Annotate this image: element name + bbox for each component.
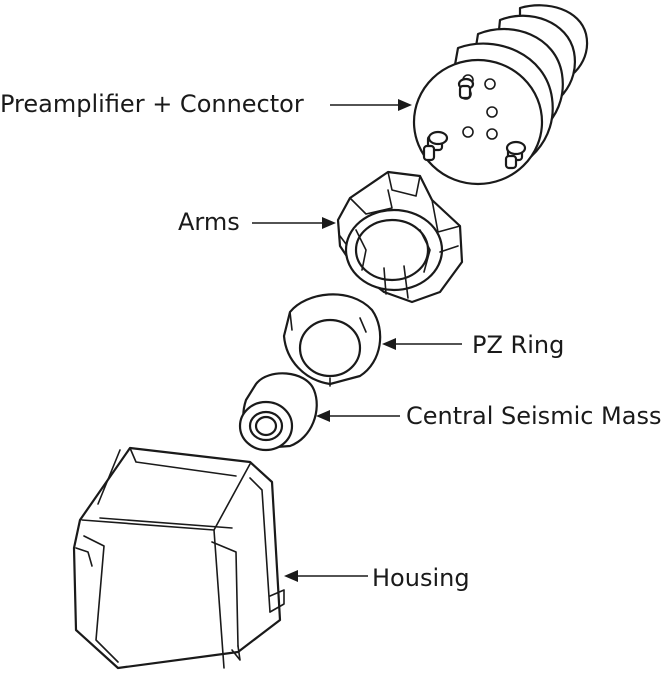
leader-arrow-preamp <box>330 99 412 111</box>
leader-arrow-mass <box>316 410 400 422</box>
leader-arrow-housing <box>284 570 368 582</box>
label-pz-ring: PZ Ring <box>472 331 565 359</box>
pz-ring-part <box>282 293 382 387</box>
preamplifier-connector-part <box>412 4 589 186</box>
housing-part <box>72 446 285 670</box>
arms-part <box>336 170 464 304</box>
label-central-seismic-mass: Central Seismic Mass <box>406 402 662 430</box>
leader-arrow-arms <box>252 217 336 229</box>
leader-arrow-pz-ring <box>382 338 462 350</box>
central-seismic-mass-part <box>238 372 318 452</box>
label-arms: Arms <box>178 208 240 236</box>
label-preamplifier-connector: Preamplifier + Connector <box>0 90 304 118</box>
label-housing: Housing <box>372 564 470 592</box>
